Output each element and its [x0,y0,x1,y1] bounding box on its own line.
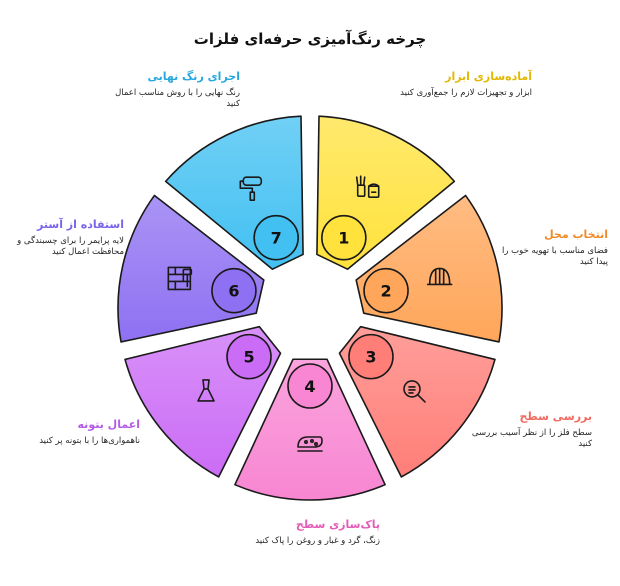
step-number: 6 [228,282,239,301]
step-number: 4 [304,377,315,396]
step-number-badge: 3 [348,333,394,380]
step-number-badge: 4 [287,363,333,409]
step-heading: آماده‌سازی ابزار [445,70,532,83]
helmet-icon [426,267,453,286]
putty-knife-icon [197,379,215,402]
step-label-3: بررسی سطح سطح فلز را از نظر آسیب بررسی کن… [462,410,592,450]
step-number: 2 [380,282,391,301]
step-label-4: پاک‌سازی سطح زنگ، گرد و غبار و روغن را پا… [240,518,380,547]
step-label-1: آماده‌سازی ابزار ابزار و تجهیزات لازم را … [392,70,532,99]
step-number: 5 [243,348,254,367]
step-description: سطح فلز را از نظر آسیب بررسی کنید [471,428,592,449]
step-description: زنگ، گرد و غبار و روغن را پاک کنید [255,536,380,546]
step-number-badge: 2 [363,267,409,314]
roller-wall-icon [167,266,193,291]
step-number-badge: 1 [321,214,367,261]
step-heading: اعمال بتونه [77,418,140,431]
step-label-6: استفاده از آستر لایه پرایمر را برای چسبند… [14,218,124,258]
step-description: ناهمواری‌ها را با بتونه پر کنید [39,436,140,446]
sponge-icon [297,436,323,452]
step-label-7: اجرای رنگ نهایی رنگ نهایی را با روش مناسب… [110,70,240,110]
step-description: لایه پرایمر را برای چسبندگی و محافظت اعم… [17,236,124,257]
step-number-badge: 6 [211,267,257,314]
step-heading: پاک‌سازی سطح [295,518,380,531]
step-heading: اجرای رنگ نهایی [147,70,240,83]
step-number: 7 [271,229,282,248]
step-label-5: اعمال بتونه ناهمواری‌ها را با بتونه پر کن… [30,418,140,447]
step-description: ابزار و تجهیزات لازم را جمع‌آوری کنید [400,88,532,98]
segment-step-4 [234,358,386,501]
paint-roller-icon [239,176,263,201]
step-number-badge: 5 [226,333,272,380]
step-number-badge: 7 [253,214,299,261]
paint-tools-icon [355,175,380,198]
step-heading: استفاده از آستر [37,218,124,231]
step-heading: بررسی سطح [519,410,592,423]
step-number: 3 [365,348,376,367]
diagram-title: چرخه رنگ‌آمیزی حرفه‌ای فلزات [193,30,427,48]
step-heading: انتخاب محل [544,228,608,241]
step-number: 1 [338,229,349,248]
step-description: فضای مناسب با تهویه خوب را پیدا کنید [501,246,608,267]
step-description: رنگ نهایی را با روش مناسب اعمال کنید [115,88,240,109]
magnifier-icon [403,380,426,403]
step-label-2: انتخاب محل فضای مناسب با تهویه خوب را پید… [498,228,608,268]
